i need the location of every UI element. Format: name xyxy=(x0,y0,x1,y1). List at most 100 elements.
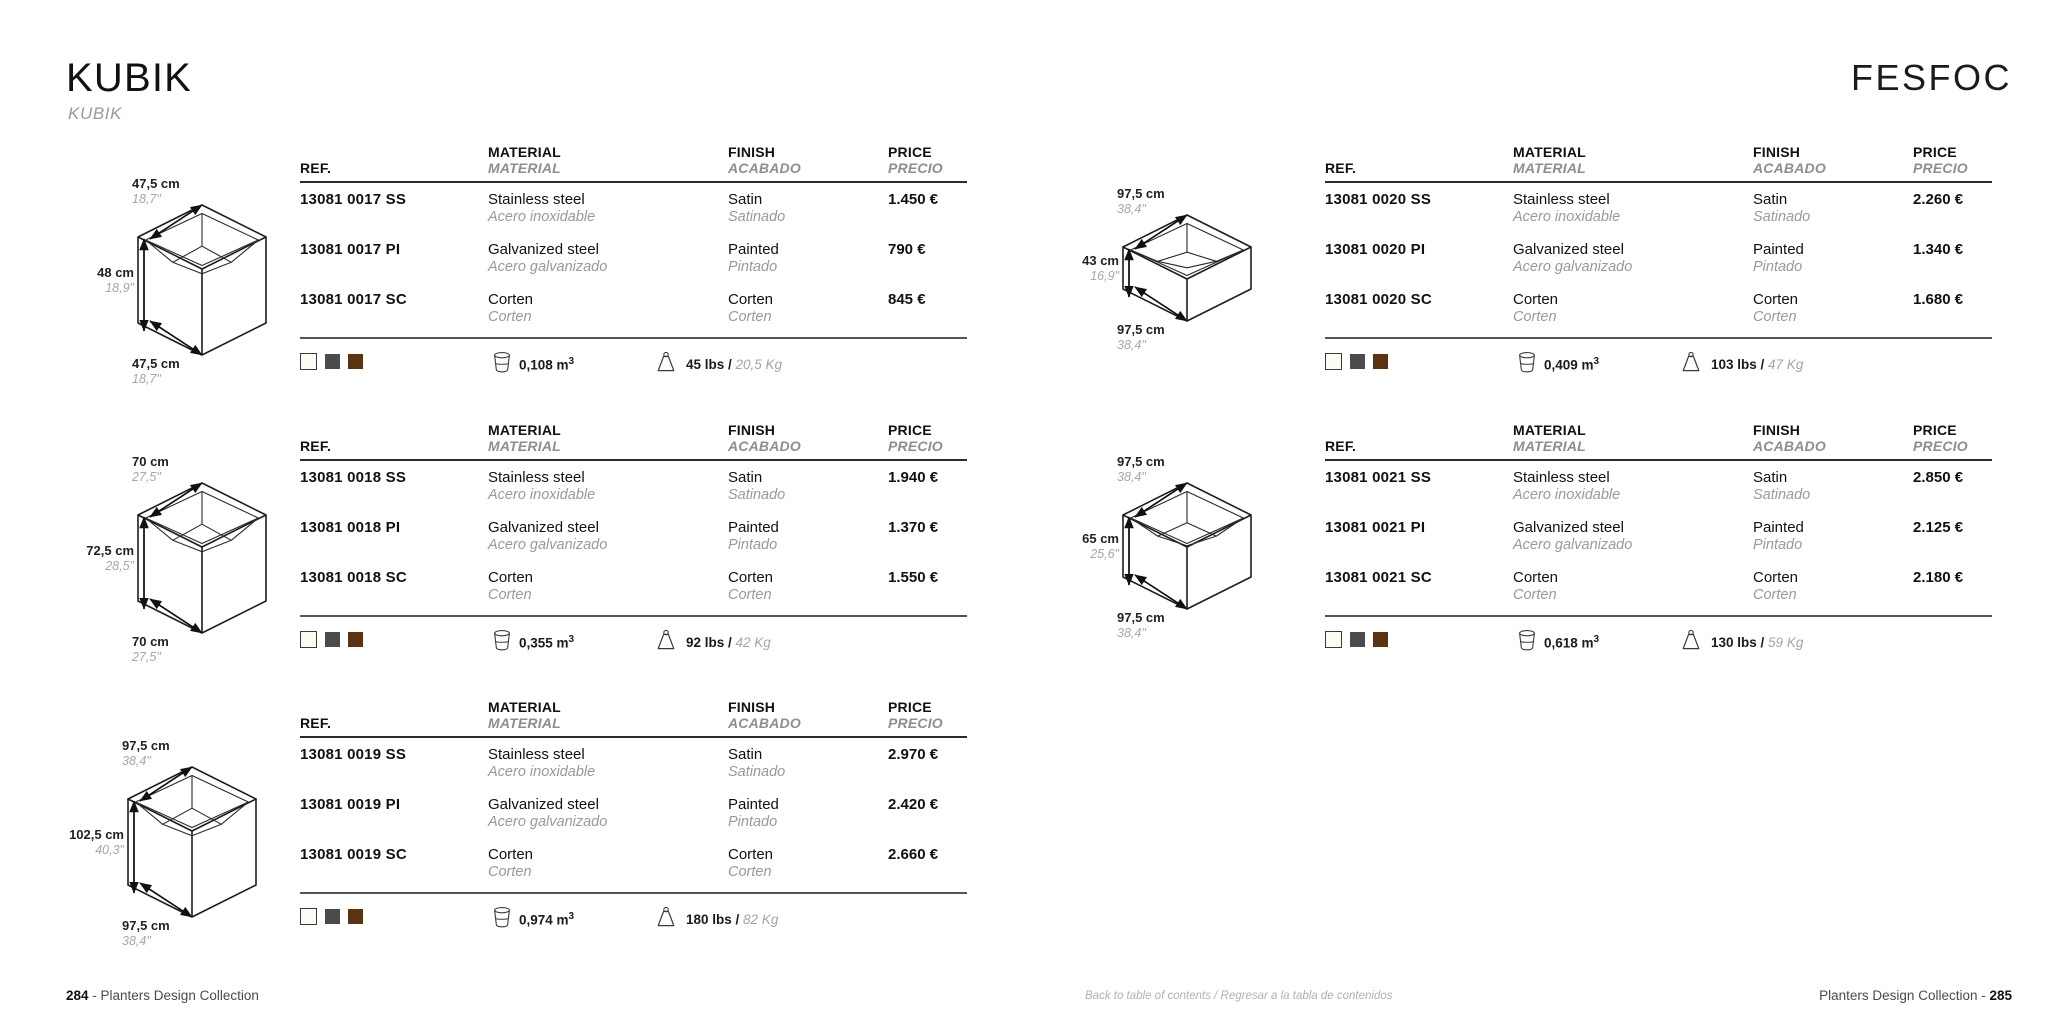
weight-value: 130 lbs / 59 Kg xyxy=(1711,634,1804,650)
cell-ref: 13081 0017 SS xyxy=(300,191,407,208)
weight-value: 92 lbs / 42 Kg xyxy=(686,634,771,650)
cell-ref: 13081 0017 PI xyxy=(300,241,401,258)
swatch-brown-icon[interactable] xyxy=(1373,353,1388,369)
volume-value: 0,618 m3 xyxy=(1544,633,1600,651)
bucket-icon xyxy=(1517,629,1537,654)
swatch-white-icon[interactable] xyxy=(300,630,317,648)
back-to-contents-link[interactable]: Back to table of contents / Regresar a l… xyxy=(1085,990,1393,1002)
cell-price: 1.940 € xyxy=(888,469,939,486)
cell-ref: 13081 0021 SS xyxy=(1325,469,1432,486)
cell-price: 1.680 € xyxy=(1913,291,1964,308)
page-title: KUBIK xyxy=(66,56,193,100)
cell-ref: 13081 0020 PI xyxy=(1325,241,1426,258)
weight-icon xyxy=(655,351,677,376)
column-header-ref: REF. xyxy=(1325,438,1357,455)
swatch-grey-icon[interactable] xyxy=(1350,353,1365,369)
swatch-brown-icon[interactable] xyxy=(348,631,363,647)
swatch-brown-icon[interactable] xyxy=(348,353,363,369)
cell-ref: 13081 0021 PI xyxy=(1325,519,1426,536)
swatch-white-icon[interactable] xyxy=(1325,352,1342,370)
swatch-grey-icon[interactable] xyxy=(325,908,340,924)
table-footer: 0,108 m3 45 lbs / 20,5 Kg xyxy=(300,339,967,387)
table-bottom-rule xyxy=(300,337,967,339)
finish-swatches xyxy=(300,630,363,648)
cell-price: 1.340 € xyxy=(1913,241,1964,258)
cell-price: 2.180 € xyxy=(1913,569,1964,586)
cell-ref: 13081 0019 PI xyxy=(300,796,401,813)
cell-price: 2.125 € xyxy=(1913,519,1964,536)
swatch-white-icon[interactable] xyxy=(300,907,317,925)
volume-info: 0,618 m3 xyxy=(1517,629,1599,654)
swatch-grey-icon[interactable] xyxy=(1350,631,1365,647)
cell-price: 2.660 € xyxy=(888,846,939,863)
weight-value: 45 lbs / 20,5 Kg xyxy=(686,356,783,372)
weight-icon xyxy=(655,629,677,654)
cell-ref: 13081 0019 SC xyxy=(300,846,407,863)
column-header-ref: REF. xyxy=(300,715,332,732)
table-top-rule xyxy=(300,181,967,183)
page-footer: 284 - Planters Design Collection Back to… xyxy=(0,978,2048,1024)
table-top-rule xyxy=(300,736,967,738)
swatch-white-icon[interactable] xyxy=(1325,630,1342,648)
volume-info: 0,108 m3 xyxy=(492,351,574,376)
cell-ref: 13081 0020 SS xyxy=(1325,191,1432,208)
back-to-contents-es: Regresar a la tabla de contenidos xyxy=(1220,990,1393,1002)
swatch-grey-icon[interactable] xyxy=(325,353,340,369)
cell-ref: 13081 0017 SC xyxy=(300,291,407,308)
cell-ref: 13081 0018 PI xyxy=(300,519,401,536)
swatch-grey-icon[interactable] xyxy=(325,631,340,647)
weight-value: 103 lbs / 47 Kg xyxy=(1711,356,1804,372)
table-bottom-rule xyxy=(1325,615,1992,617)
swatch-white-icon[interactable] xyxy=(300,352,317,370)
swatch-brown-icon[interactable] xyxy=(1373,631,1388,647)
swatch-brown-icon[interactable] xyxy=(348,908,363,924)
weight-value: 180 lbs / 82 Kg xyxy=(686,911,779,927)
back-to-contents-en: Back to table of contents / xyxy=(1085,990,1221,1002)
footer-left-page: 284 xyxy=(66,988,89,1003)
